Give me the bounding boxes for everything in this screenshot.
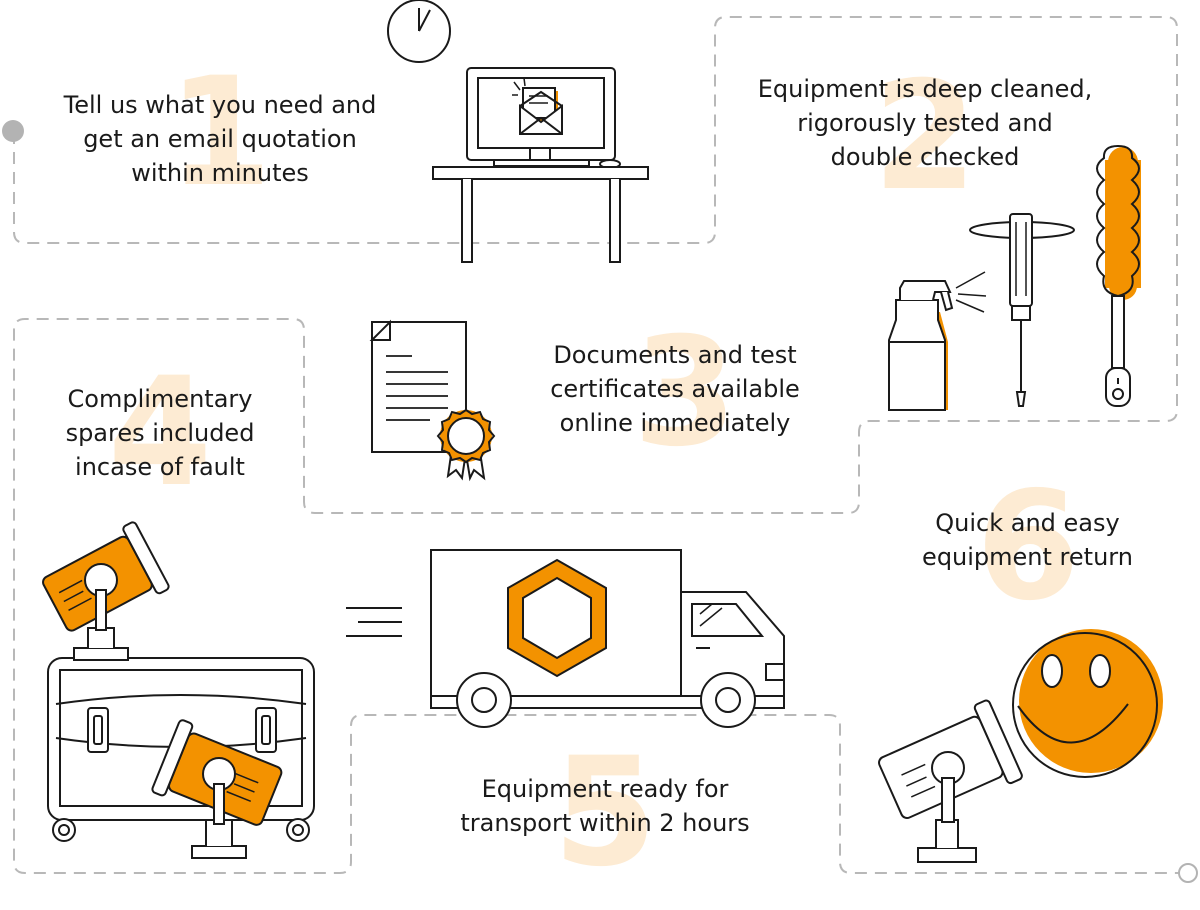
step-description: Equipment ready for transport within 2 h… bbox=[460, 775, 750, 837]
step-number: 2 bbox=[872, 50, 978, 224]
certificate-icon bbox=[369, 319, 496, 482]
step-number: 1 bbox=[167, 46, 273, 220]
step-description: Complimentary spares included incase of … bbox=[65, 385, 255, 481]
delivery-truck-icon bbox=[346, 549, 785, 728]
end-ring bbox=[1178, 863, 1198, 883]
clock-icon bbox=[387, 0, 451, 63]
dashed-frames bbox=[13, 16, 1188, 874]
cleaning-tools-icon bbox=[888, 144, 1141, 411]
step-number: 3 bbox=[632, 306, 738, 480]
frame-step-1 bbox=[13, 16, 1188, 874]
step-description: Equipment is deep cleaned, rigorously te… bbox=[757, 75, 1093, 171]
step-description: Tell us what you need and get an email q… bbox=[63, 91, 377, 187]
step-number: 5 bbox=[552, 726, 658, 900]
step-number: 6 bbox=[975, 460, 1081, 634]
step-number: 4 bbox=[107, 346, 213, 520]
computer-email-icon bbox=[432, 67, 649, 263]
step-description: Quick and easy equipment return bbox=[922, 509, 1133, 571]
flight-case-lights-icon bbox=[42, 521, 315, 859]
smiley-light-icon bbox=[878, 629, 1163, 863]
start-dot bbox=[2, 120, 24, 142]
step-description: Documents and test certificates availabl… bbox=[550, 341, 800, 437]
